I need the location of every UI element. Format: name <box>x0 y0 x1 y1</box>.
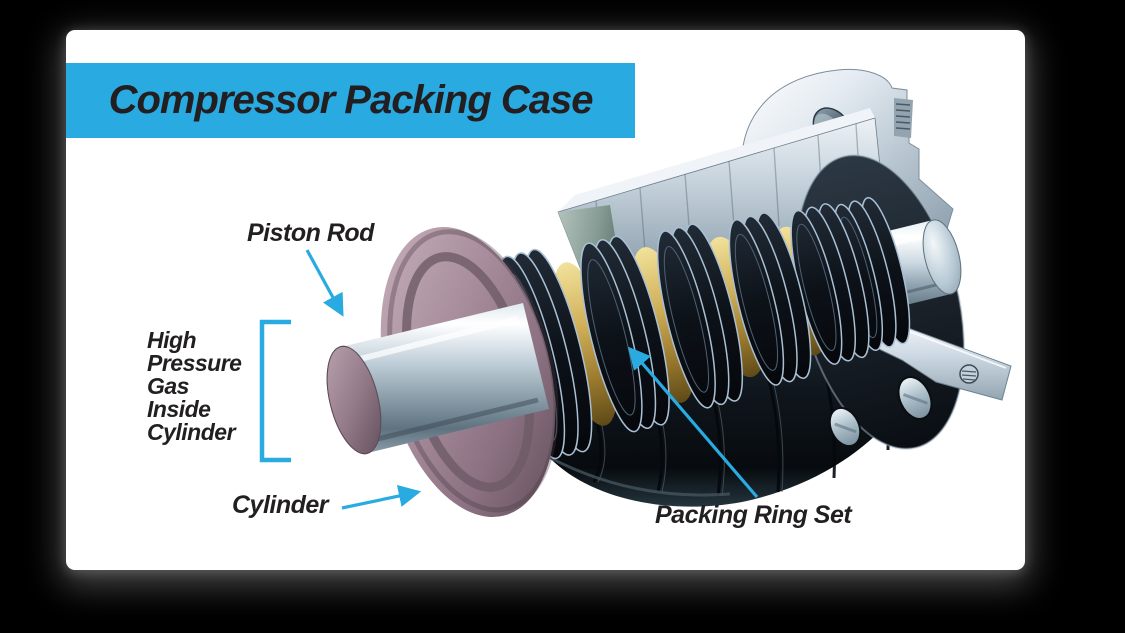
page-title: Compressor Packing Case <box>108 78 594 122</box>
label-packing-ring-set: Packing Ring Set <box>655 501 852 529</box>
rear-bolt-hole <box>828 406 862 448</box>
diagram-card: Compressor Packing Case Piston Rod High … <box>66 30 1025 570</box>
rear-bolt-hole <box>897 376 933 420</box>
label-high-pressure-gas: High Pressure Gas Inside Cylinder <box>147 327 242 445</box>
stud-bolt <box>959 364 979 384</box>
label-cylinder: Cylinder <box>232 491 329 519</box>
label-piston-rod: Piston Rod <box>247 219 374 247</box>
thread-detail <box>895 103 911 130</box>
piston-rod-overlay <box>326 303 549 455</box>
title-banner: Compressor Packing Case <box>66 63 635 138</box>
